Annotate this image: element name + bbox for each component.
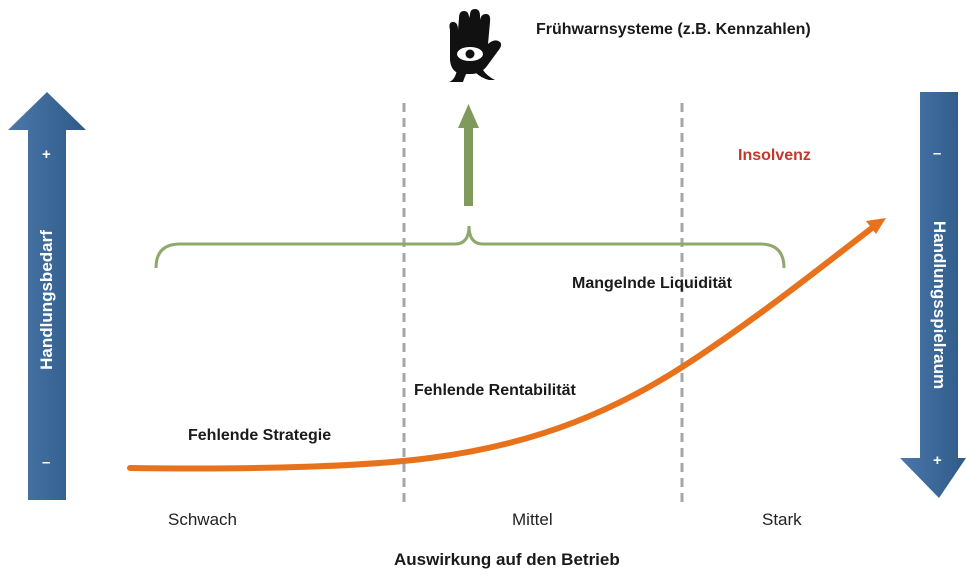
insolvency-label: Insolvenz [738, 147, 811, 164]
tick-schwach: Schwach [168, 510, 237, 529]
crisis-curve-head [866, 218, 886, 234]
handlungsspielraum-label: Handlungsspielraum [930, 220, 949, 390]
handlungsbedarf-label: Handlungsbedarf [37, 230, 56, 370]
tick-mittel: Mittel [512, 510, 553, 529]
green-arrow-head [458, 104, 479, 128]
crisis-curve [127, 225, 875, 472]
left-bottom-sign: – [42, 454, 51, 471]
strategy-label: Fehlende Strategie [188, 427, 332, 444]
warning-systems-label: Frühwarnsysteme (z.B. Kennzahlen) [536, 21, 811, 38]
hand-eye-icon [449, 9, 502, 82]
tick-stark: Stark [762, 510, 802, 529]
liquidity-label: Mangelnde Liquidität [572, 275, 732, 292]
right-bottom-sign: + [933, 452, 942, 469]
handlungsbedarf-arrow [8, 92, 86, 500]
profitability-label: Fehlende Rentabilität [414, 382, 576, 399]
left-top-sign: + [42, 146, 51, 163]
right-top-sign: – [933, 145, 942, 162]
detection-brace [154, 225, 786, 269]
handlungsspielraum-arrow [900, 92, 966, 498]
x-axis-title: Auswirkung auf den Betrieb [394, 550, 620, 569]
green-arrow-shaft [464, 126, 473, 206]
